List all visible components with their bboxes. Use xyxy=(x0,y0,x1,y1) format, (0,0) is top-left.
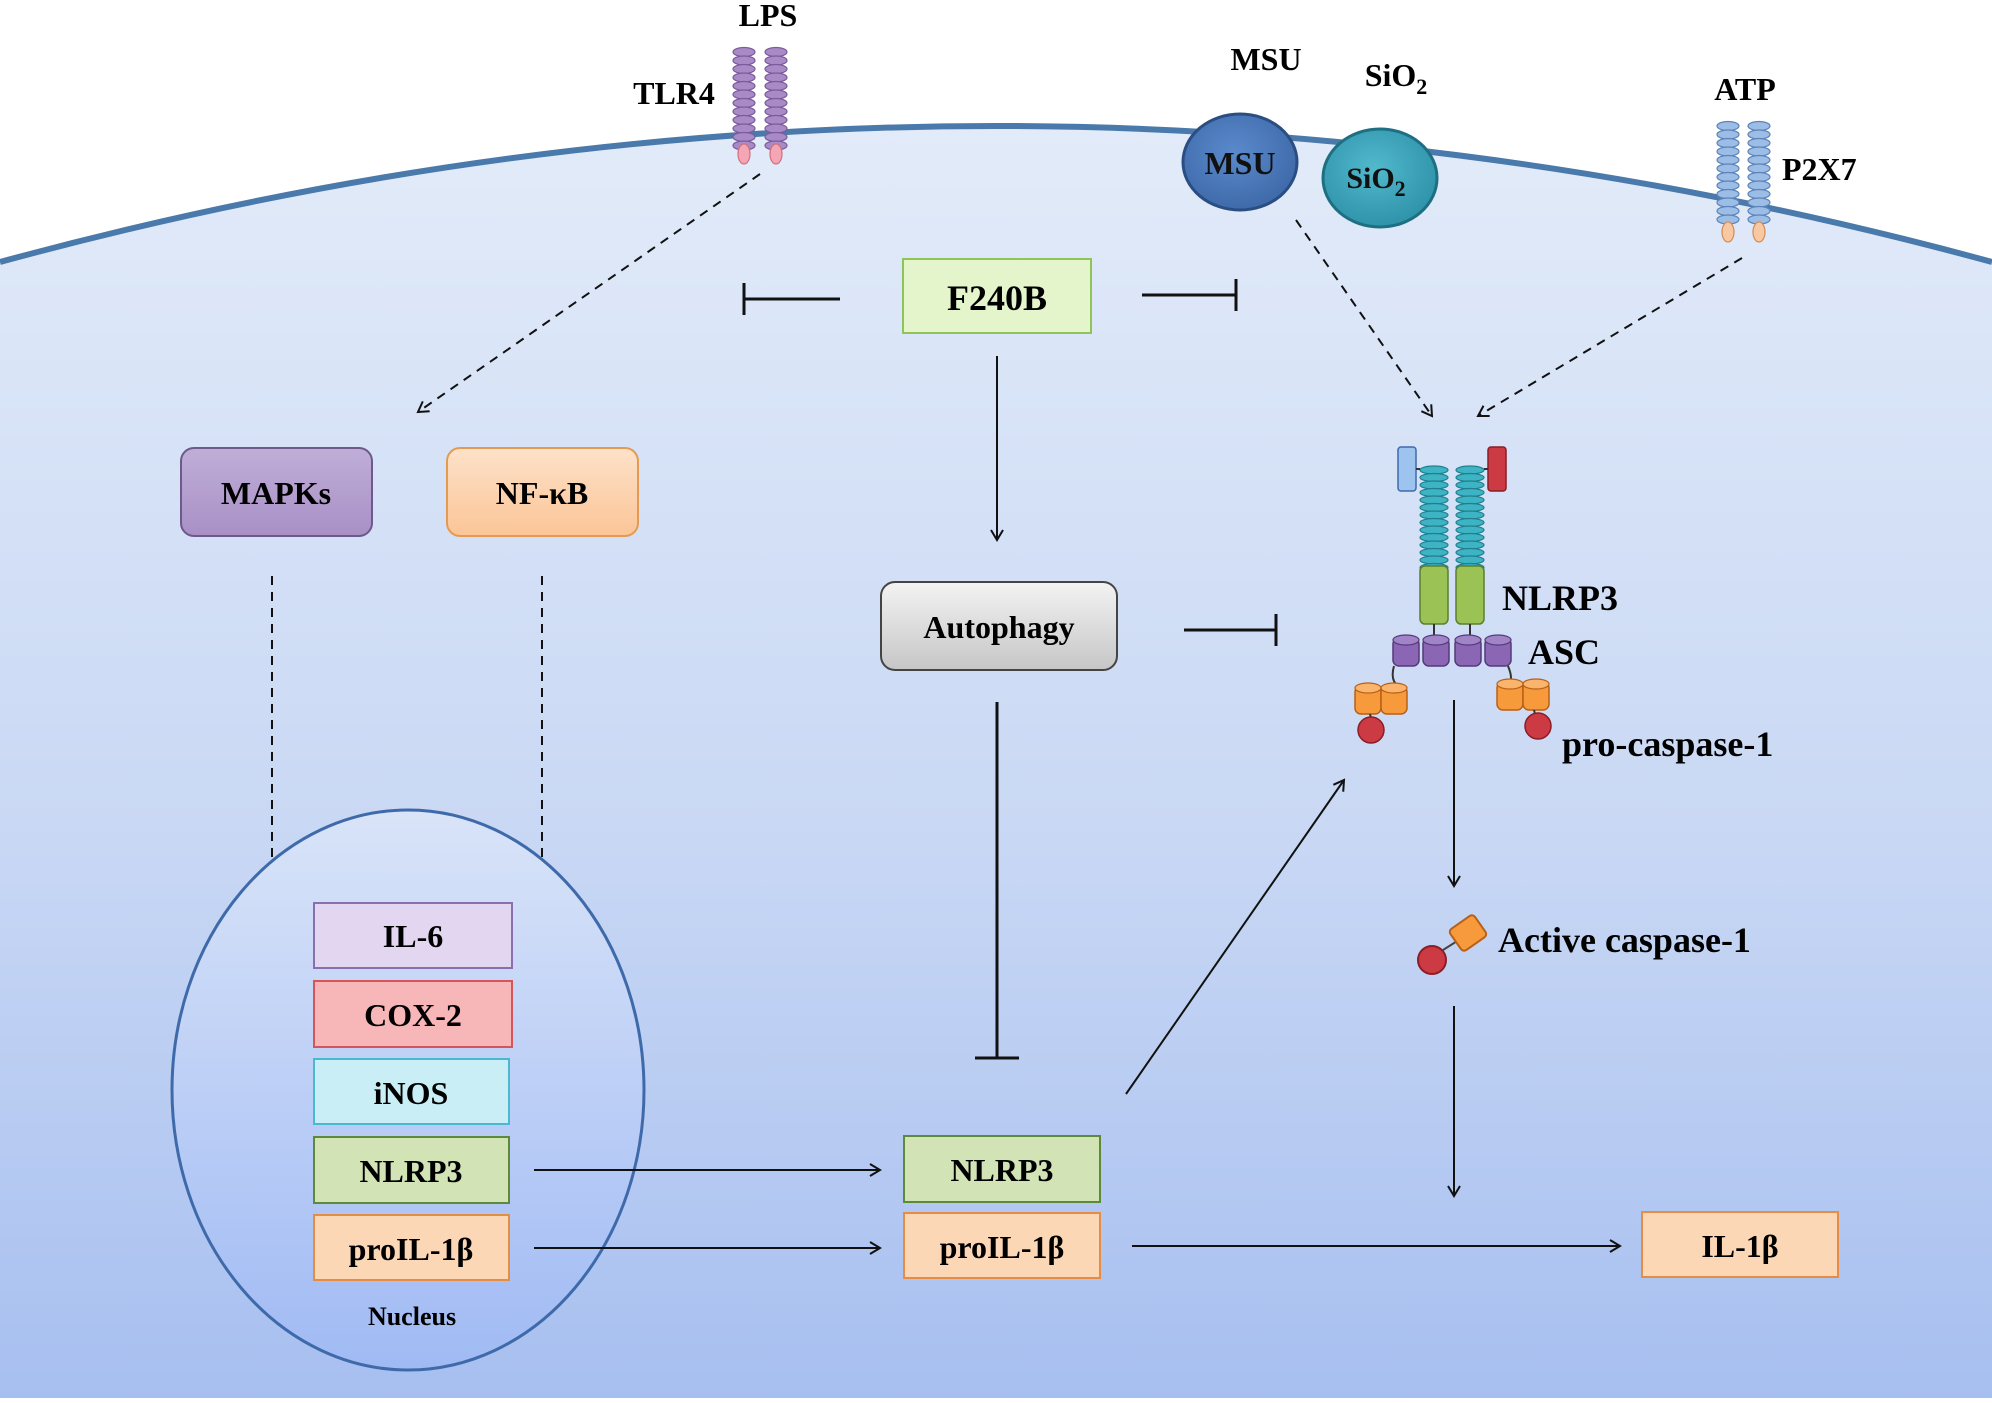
cell-membrane xyxy=(0,123,1992,265)
mapks-box xyxy=(180,447,373,537)
f240b-inhibit-right xyxy=(1142,279,1238,311)
tlr4-receptor-icon xyxy=(732,46,788,165)
tlr4-label: TLR4 xyxy=(633,75,715,111)
autophagy-label: Autophagy xyxy=(923,609,1074,645)
gene-il6-label: IL-6 xyxy=(383,918,443,954)
gene-il6-box xyxy=(313,902,513,969)
msu-label: MSU xyxy=(1230,41,1301,77)
particles-to-nlrp3-arrow xyxy=(1295,219,1434,418)
nfkb-box xyxy=(446,447,639,537)
cyto-proil1b-box xyxy=(903,1212,1101,1279)
autophagy-box xyxy=(880,581,1118,671)
gene-nlrp3-box xyxy=(313,1136,510,1204)
active-caspase-icon xyxy=(1417,914,1488,975)
gene-proil1b-label: proIL-1β xyxy=(349,1231,474,1267)
sio2-label: SiO2 xyxy=(1365,57,1428,99)
atp-to-nlrp3-arrow xyxy=(1476,257,1743,418)
gene-cox2-box xyxy=(313,980,513,1048)
nlrp3-inflammasome-icon xyxy=(1354,446,1552,744)
msu-particle-label: MSU xyxy=(1204,145,1275,181)
inflammasome-nlrp3-label: NLRP3 xyxy=(1502,578,1618,618)
autophagy-inhibit-nlrp3 xyxy=(975,702,1019,1060)
p2x7-label: P2X7 xyxy=(1782,151,1857,187)
nfkb-label: NF-κB xyxy=(496,475,588,511)
atp-label: ATP xyxy=(1714,71,1776,107)
gene-cox2-label: COX-2 xyxy=(364,997,462,1033)
sio2-particle-label: SiO2 xyxy=(1346,162,1405,201)
f240b-inhibit-left xyxy=(742,283,840,315)
inflammasome-asc-label: ASC xyxy=(1528,632,1600,672)
f240b-label: F240B xyxy=(947,278,1047,318)
gene-nlrp3-label: NLRP3 xyxy=(359,1153,462,1189)
procaspase-label: pro-caspase-1 xyxy=(1562,724,1773,764)
il1b-label: IL-1β xyxy=(1701,1228,1778,1264)
p2x7-receptor-icon xyxy=(1716,120,1771,243)
cyto-proil1b-label: proIL-1β xyxy=(940,1229,1065,1265)
cyto-nlrp3-box xyxy=(903,1135,1101,1203)
sio2-particle xyxy=(1321,127,1439,229)
il1b-box xyxy=(1641,1211,1839,1278)
autophagy-inhibit-inflammasome xyxy=(1184,614,1278,646)
cyto-nlrp3-label: NLRP3 xyxy=(950,1152,1053,1188)
lps-label: LPS xyxy=(739,0,798,33)
msu-particle xyxy=(1181,112,1299,212)
mapks-label: MAPKs xyxy=(221,475,331,511)
gene-inos-box xyxy=(313,1058,510,1125)
nucleus-label: Nucleus xyxy=(368,1302,456,1331)
nlrp3-to-inflammasome-arrow xyxy=(1125,778,1346,1095)
gene-proil1b-box xyxy=(313,1214,510,1281)
tlr4-to-mapk-arrow xyxy=(416,173,761,414)
active-caspase-label: Active caspase-1 xyxy=(1498,920,1751,960)
gene-inos-label: iNOS xyxy=(374,1075,449,1111)
f240b-box xyxy=(902,258,1092,334)
